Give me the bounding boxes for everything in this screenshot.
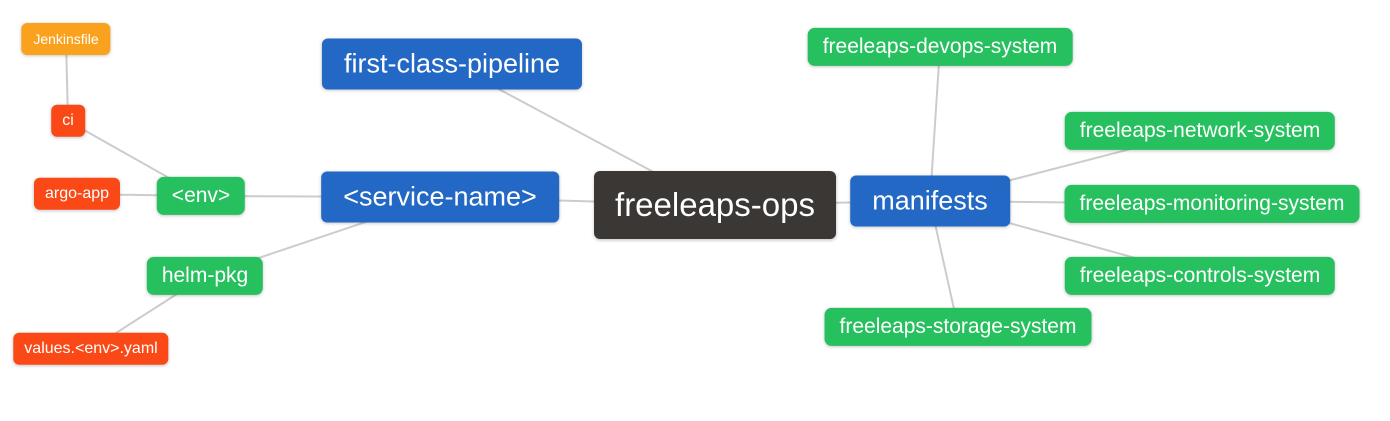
node-freeleaps-storage-system[interactable]: freeleaps-storage-system <box>824 307 1092 347</box>
node-freeleaps-controls-system[interactable]: freeleaps-controls-system <box>1064 256 1336 296</box>
node-argo-app[interactable]: argo-app <box>33 177 121 211</box>
node-env[interactable]: <env> <box>156 176 246 216</box>
edge-manifests-freeleaps-devops-system <box>929 46 941 202</box>
node-manifests[interactable]: manifests <box>850 175 1010 227</box>
node-first-class-pipeline[interactable]: first-class-pipeline <box>321 38 583 90</box>
node-values-env-yaml[interactable]: values.<env>.yaml <box>13 332 169 366</box>
node-jenkinsfile[interactable]: Jenkinsfile <box>21 22 111 56</box>
node-freeleaps-network-system[interactable]: freeleaps-network-system <box>1064 111 1336 151</box>
node-helm-pkg[interactable]: helm-pkg <box>146 256 264 296</box>
node-ci[interactable]: ci <box>51 104 85 138</box>
node-freeleaps-monitoring-system[interactable]: freeleaps-monitoring-system <box>1064 184 1360 224</box>
node-freeleaps-ops[interactable]: freeleaps-ops <box>594 171 836 239</box>
node-freeleaps-devops-system[interactable]: freeleaps-devops-system <box>807 27 1073 67</box>
node-service-name[interactable]: <service-name> <box>321 171 559 223</box>
